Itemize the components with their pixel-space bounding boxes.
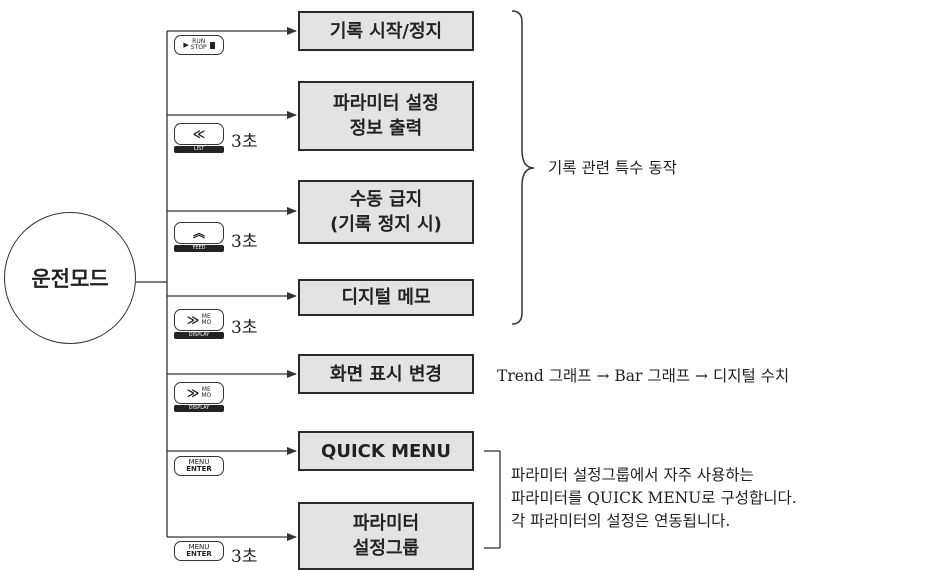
note-line: 파라미터 설정그룹에서 자주 사용하는 xyxy=(511,466,754,484)
key-bottom-label: ENTER xyxy=(186,465,212,473)
action-label: 파라미터 xyxy=(352,513,420,534)
key-top-label: RUN xyxy=(192,38,206,45)
action-label: 파라미터 설정 xyxy=(333,93,439,114)
stop-square-icon xyxy=(209,41,215,49)
list-keycap: ≪ xyxy=(174,123,224,145)
run-stop-keycap: ▶ RUN STOP xyxy=(174,35,224,55)
key-top-label: ME xyxy=(201,313,211,320)
display-memo-keycap: ≫ ME MO xyxy=(174,382,224,404)
curly-brace xyxy=(511,10,535,325)
feed-keycap: ︽ xyxy=(174,222,224,244)
action-label: 기록 시작/정지 xyxy=(329,20,443,42)
key-bottom-label: STOP xyxy=(190,44,207,51)
action-box-record-start-stop: 기록 시작/정지 xyxy=(298,11,474,51)
action-label: 설정그룹 xyxy=(352,538,420,559)
key-top-label: MENU xyxy=(188,458,210,466)
key-top-label: ME xyxy=(201,386,211,393)
action-label: (기록 정지 시) xyxy=(330,214,442,235)
recording-special-note: 기록 관련 특수 동작 xyxy=(548,159,677,177)
key-bottom-label: ENTER xyxy=(186,550,212,558)
hold-seconds-label: 3초 xyxy=(231,547,258,567)
display-cycle-note: Trend 그래프 → Bar 그래프 → 디지털 수치 xyxy=(497,367,790,385)
double-left-icon: ≪ xyxy=(192,126,206,141)
hold-seconds-label: 3초 xyxy=(231,132,258,152)
action-label: 화면 표시 변경 xyxy=(330,363,442,385)
double-down-icon: ≫ xyxy=(186,385,200,400)
action-box-parameter-setting-group: 파라미터 설정그룹 xyxy=(298,502,474,570)
list-key-caption: LIST xyxy=(174,146,224,153)
display-key-caption: DISPLAY xyxy=(174,405,224,412)
action-box-digital-memo: 디지털 메모 xyxy=(298,279,474,316)
feed-key-caption: FEED xyxy=(174,245,224,252)
menu-enter-keycap: MENU ENTER xyxy=(174,541,224,561)
action-label: 수동 급지 xyxy=(349,189,423,210)
action-label: QUICK MENU xyxy=(321,440,451,462)
action-label: 정보 출력 xyxy=(349,118,423,139)
action-box-manual-feed: 수동 급지 (기록 정지 시) xyxy=(298,180,474,244)
quick-menu-note: 파라미터 설정그룹에서 자주 사용하는 파라미터를 QUICK MENU로 구성… xyxy=(511,464,797,533)
note-line: 각 파라미터의 설정은 연동됩니다. xyxy=(511,512,731,530)
double-down-icon: ≫ xyxy=(186,312,200,327)
display-key-caption: DISPLAY xyxy=(174,332,224,339)
action-box-parameter-info-print: 파라미터 설정 정보 출력 xyxy=(298,81,474,151)
double-up-icon: ︽ xyxy=(192,225,205,240)
display-memo-keycap: ≫ ME MO xyxy=(174,309,224,331)
action-box-display-change: 화면 표시 변경 xyxy=(298,354,474,394)
key-top-label: MENU xyxy=(188,543,210,551)
operation-mode-label: 운전모드 xyxy=(31,267,109,291)
key-bottom-label: MO xyxy=(201,319,212,326)
play-icon: ▶ xyxy=(183,40,189,49)
action-label: 디지털 메모 xyxy=(341,287,431,308)
action-box-quick-menu: QUICK MENU xyxy=(298,431,474,471)
hold-seconds-label: 3초 xyxy=(231,318,258,338)
hold-seconds-label: 3초 xyxy=(231,232,258,252)
menu-enter-keycap: MENU ENTER xyxy=(174,456,224,476)
key-bottom-label: MO xyxy=(201,392,212,399)
note-line: 파라미터를 QUICK MENU로 구성합니다. xyxy=(511,489,797,507)
operation-mode-node: 운전모드 xyxy=(4,212,136,344)
